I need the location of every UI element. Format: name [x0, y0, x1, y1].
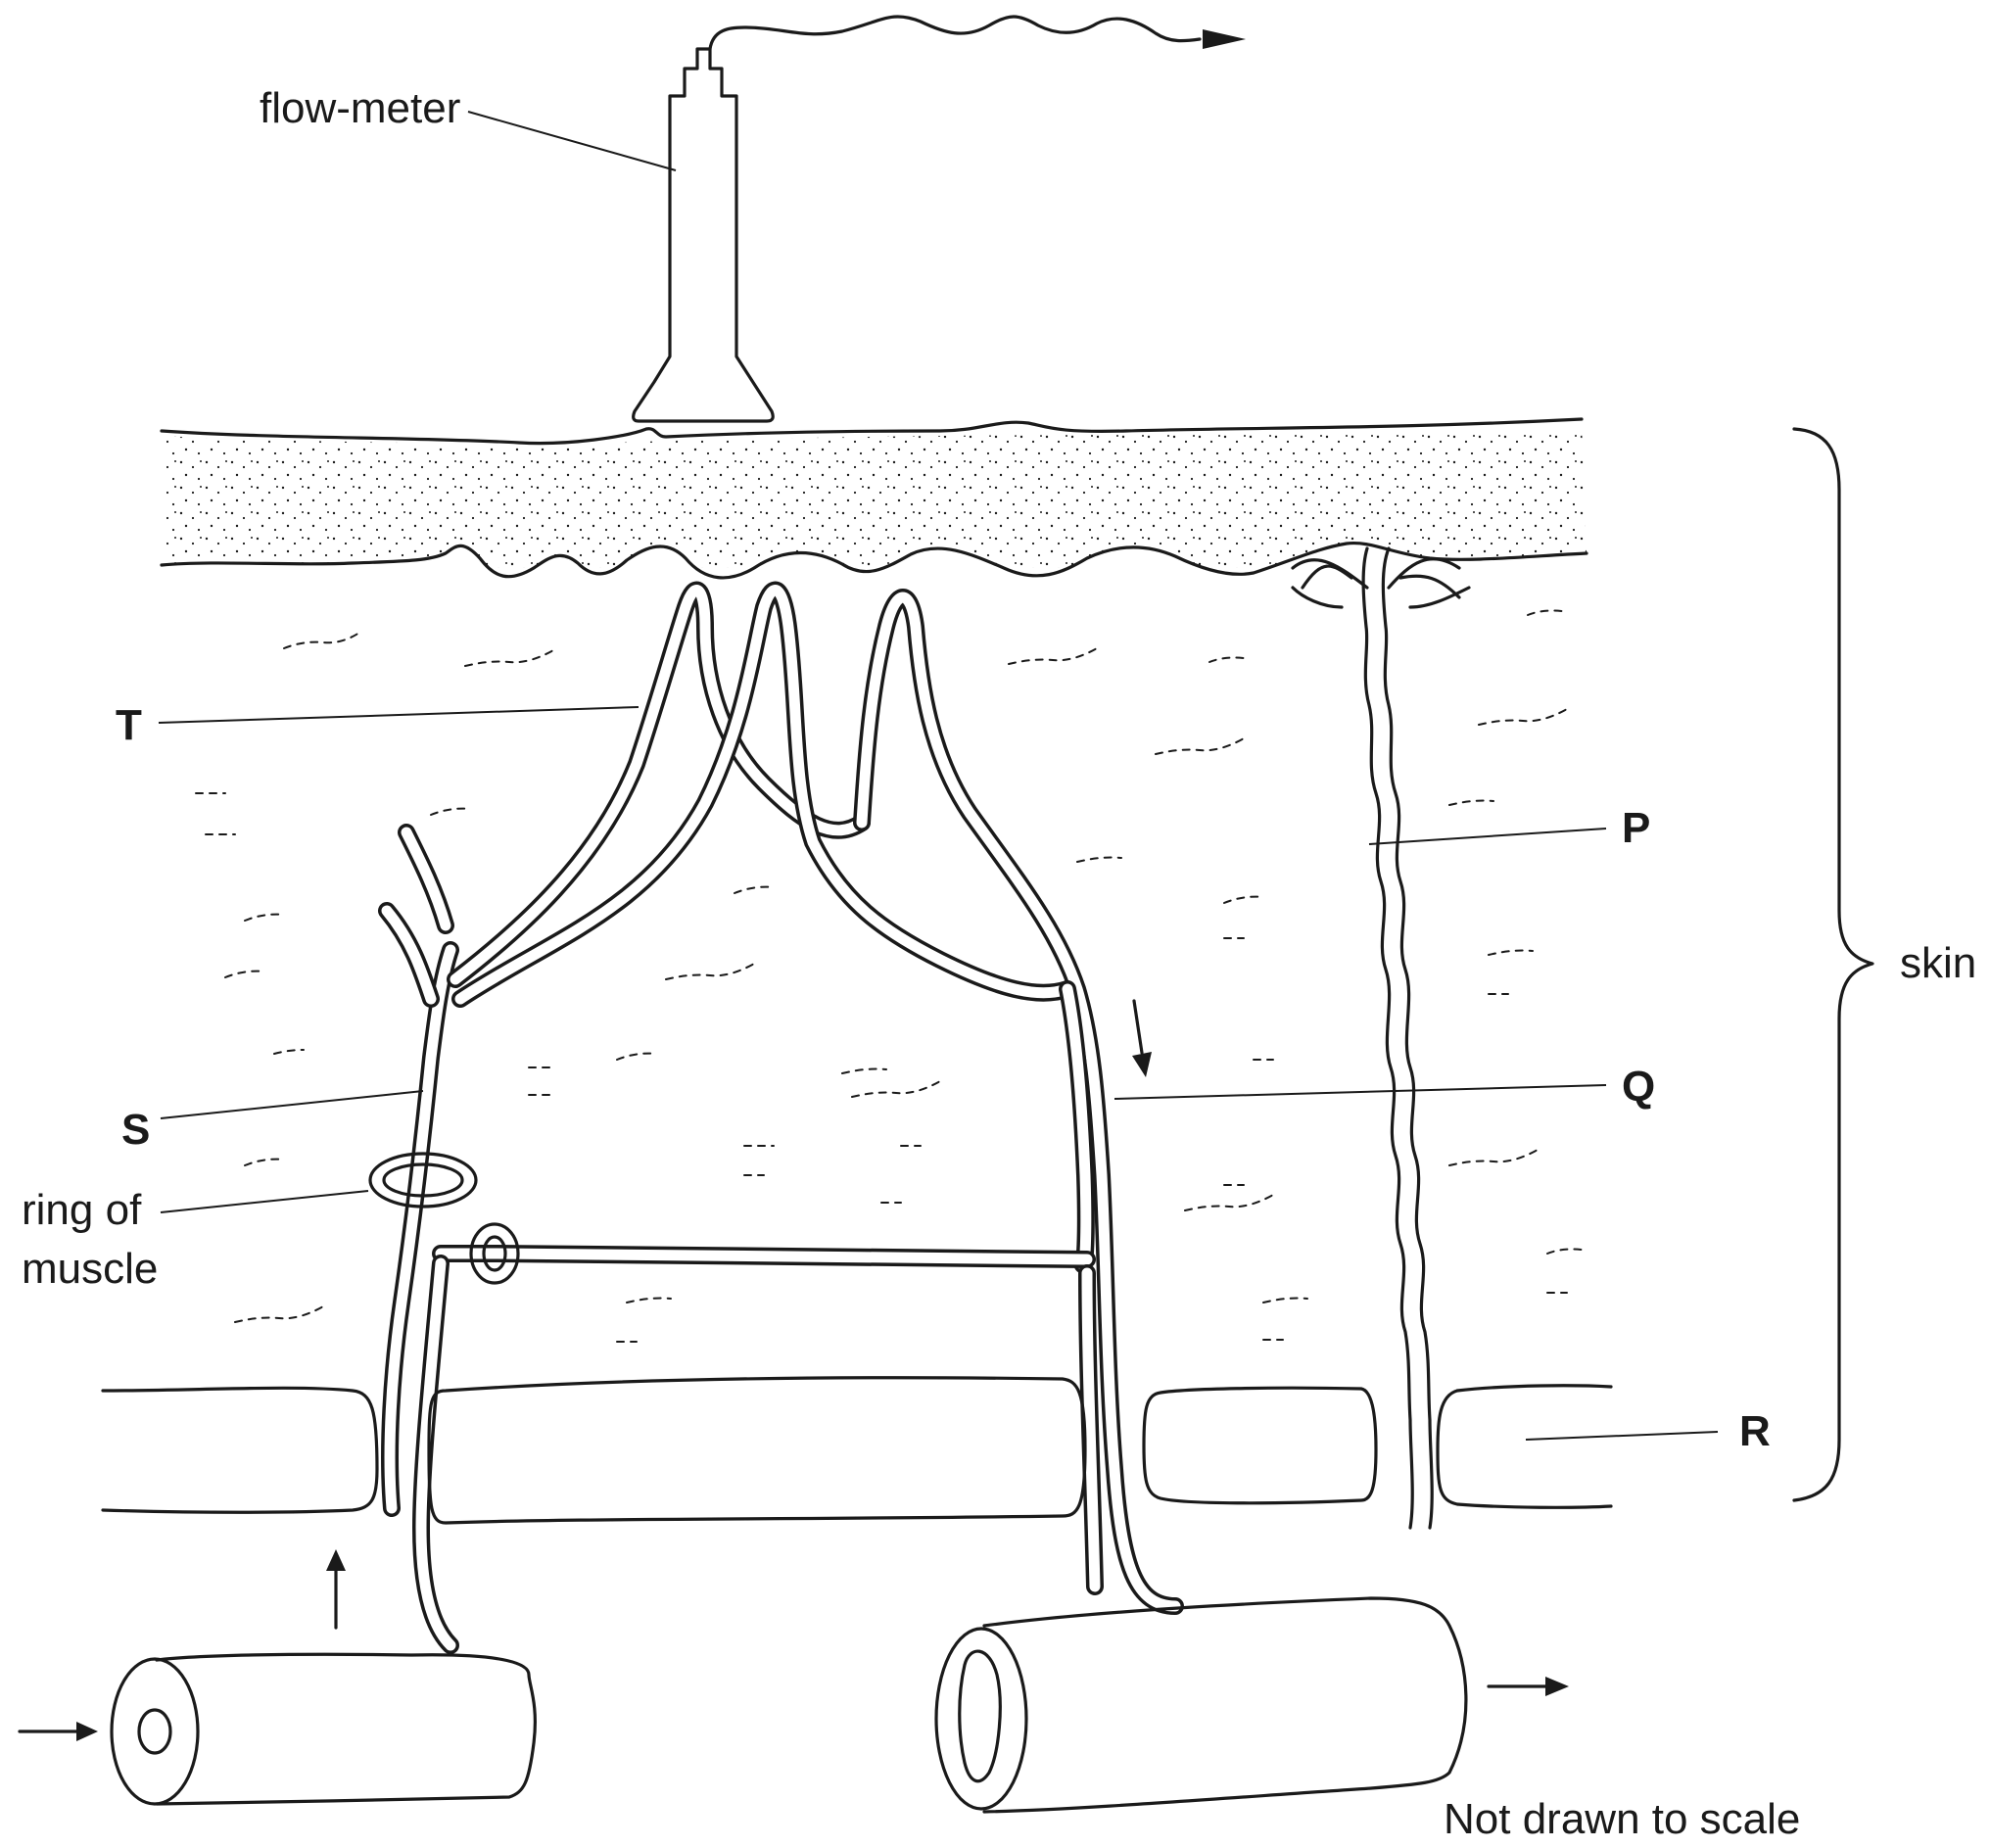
flow-meter-label: flow-meter [260, 84, 460, 132]
label-R: R [1739, 1407, 1771, 1455]
ring-of-muscle-label-line2: muscle [22, 1245, 158, 1293]
label-Q: Q [1622, 1063, 1655, 1111]
ring-of-muscle-label-line1: ring of [22, 1186, 142, 1234]
skin-label: skin [1900, 939, 1976, 987]
flow-arrows [18, 999, 1569, 1741]
flow-meter-output-signal [708, 15, 1202, 51]
epidermis-layer [160, 417, 1588, 580]
leader-lines [158, 111, 1719, 1441]
skin-brace [1792, 427, 1874, 1502]
muscle-ring-2 [469, 1222, 520, 1285]
label-T: T [116, 701, 142, 749]
dermis-fibres [195, 609, 1583, 1343]
muscle-ring-1 [368, 1152, 478, 1208]
output-arrowhead [1203, 29, 1246, 49]
capillary-network [378, 581, 1184, 1654]
flow-meter-device [632, 47, 775, 423]
vein [934, 1596, 1468, 1814]
nerve-ending [1291, 546, 1471, 1530]
label-S: S [121, 1106, 150, 1154]
artery [110, 1652, 537, 1806]
subcutaneous-layer [101, 1376, 1613, 1525]
label-P: P [1622, 804, 1650, 852]
scale-note: Not drawn to scale [1444, 1795, 1800, 1843]
